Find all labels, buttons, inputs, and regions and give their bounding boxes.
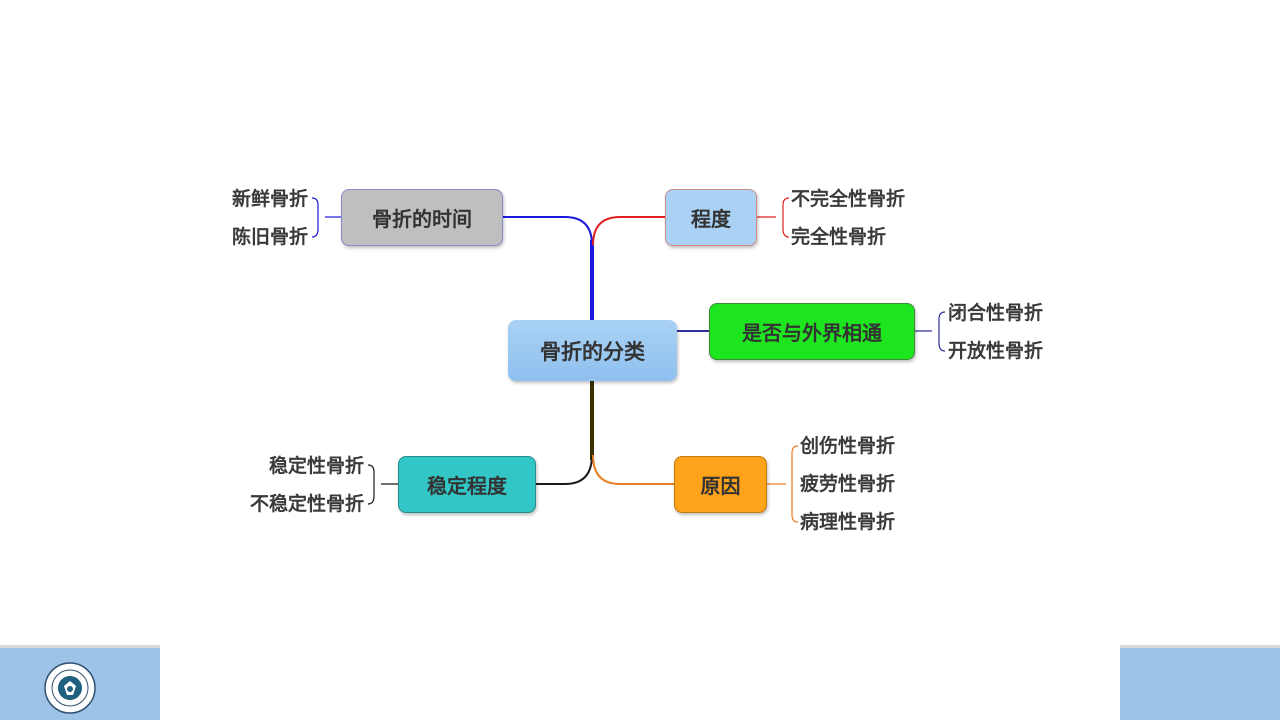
branch-label-degree: 程度 — [691, 207, 731, 231]
branch-label-open: 是否与外界相通 — [742, 321, 882, 345]
cause-connector — [592, 454, 674, 485]
branch-node-degree: 程度 — [665, 189, 757, 246]
center-node-label: 骨折的分类 — [540, 339, 645, 364]
leaf-fatigue-fracture: 疲劳性骨折 — [800, 473, 896, 495]
leaf-complete-fracture: 完全性骨折 — [791, 226, 887, 248]
degree-connector — [592, 216, 665, 246]
footer-right-divider — [1120, 645, 1280, 648]
time-connector — [503, 216, 593, 246]
university-emblem-icon — [44, 662, 96, 714]
center-node: 骨折的分类 — [508, 320, 677, 381]
branch-node-open: 是否与外界相通 — [709, 303, 915, 360]
footer-left-divider — [0, 645, 160, 648]
leaf-open-fracture: 开放性骨折 — [948, 340, 1044, 362]
cause-leaf-bracket — [767, 445, 799, 523]
leaf-old-fracture: 陈旧骨折 — [231, 226, 308, 248]
leaf-incomplete-fracture: 不完全性骨折 — [791, 188, 906, 210]
branch-node-time: 骨折的时间 — [341, 189, 503, 246]
footer-right-bar — [1120, 648, 1280, 720]
branch-label-time: 骨折的时间 — [372, 207, 472, 231]
open-leaf-bracket — [915, 311, 946, 352]
branch-node-stability: 稳定程度 — [398, 456, 536, 513]
leaf-closed-fracture: 闭合性骨折 — [948, 302, 1044, 324]
stability-connector — [536, 454, 593, 485]
branch-node-cause: 原因 — [674, 456, 767, 513]
leaf-stable-fracture: 稳定性骨折 — [268, 455, 364, 477]
branch-label-cause: 原因 — [700, 474, 741, 498]
leaf-unstable-fracture: 不稳定性骨折 — [249, 493, 364, 515]
degree-leaf-bracket — [757, 197, 790, 238]
leaf-pathological-fracture: 病理性骨折 — [800, 511, 896, 533]
branch-label-stability: 稳定程度 — [427, 474, 507, 498]
leaf-fresh-fracture: 新鲜骨折 — [231, 188, 308, 210]
leaf-traumatic-fracture: 创伤性骨折 — [800, 435, 896, 457]
time-leaf-bracket — [311, 197, 341, 238]
stability-leaf-bracket — [367, 464, 398, 505]
